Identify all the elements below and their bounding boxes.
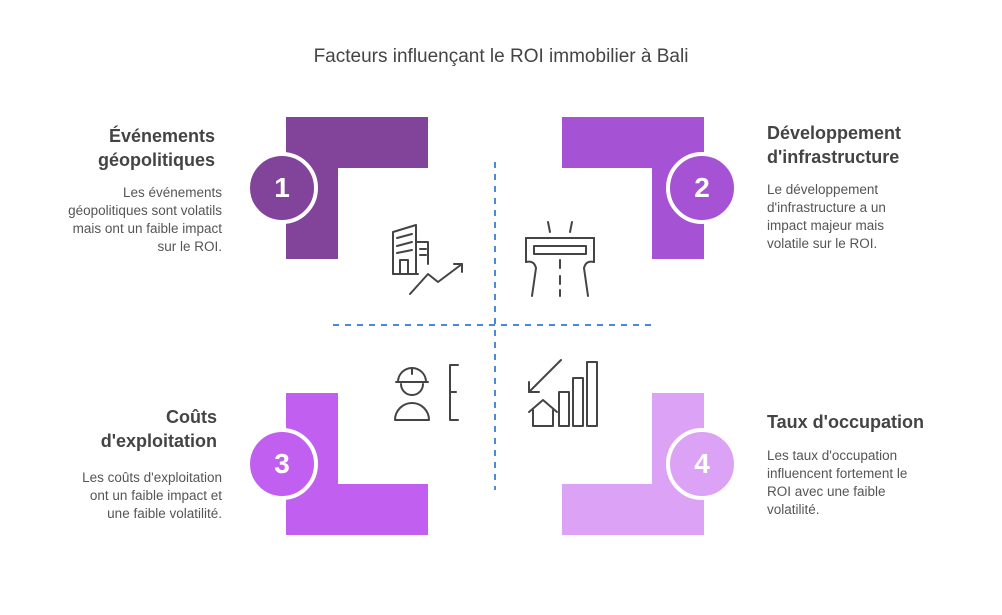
- quadrant-3-heading: Coûts d'exploitation: [100, 407, 217, 451]
- quadrant-2-number: 2: [666, 152, 738, 224]
- quadrant-2-shape: [562, 117, 704, 259]
- quadrant-1-description: Les événements géopolitiques sont volati…: [68, 185, 222, 254]
- quadrant-4-number: 4: [666, 428, 738, 500]
- quadrant-3-number: 3: [246, 428, 318, 500]
- quadrant-1-shape: [286, 117, 428, 259]
- buildings-growth-icon: [392, 224, 463, 295]
- quadrant-4-description: Les taux d'occupation influencent fortem…: [767, 448, 908, 517]
- quadrant-4-heading: Taux d'occupation: [767, 412, 924, 432]
- diagram-title: Facteurs influençant le ROI immobilier à…: [313, 46, 689, 67]
- quadrant-3-shape: [286, 393, 428, 535]
- quadrant-1-number: 1: [246, 152, 318, 224]
- quadrant-2-description: Le développement d'infrastructure a un i…: [767, 182, 886, 251]
- quadrant-3-description: Les coûts d'exploitation ont un faible i…: [82, 470, 222, 521]
- quadrant-1-heading: Événements géopolitiques: [98, 126, 215, 170]
- worker-cost-icon: [394, 364, 459, 421]
- house-bar-chart-icon: [528, 359, 598, 427]
- highway-bridge-icon: [525, 221, 595, 297]
- quadrant-4-shape: [562, 393, 704, 535]
- quadrant-2-heading: Développement d'infrastructure: [767, 123, 902, 167]
